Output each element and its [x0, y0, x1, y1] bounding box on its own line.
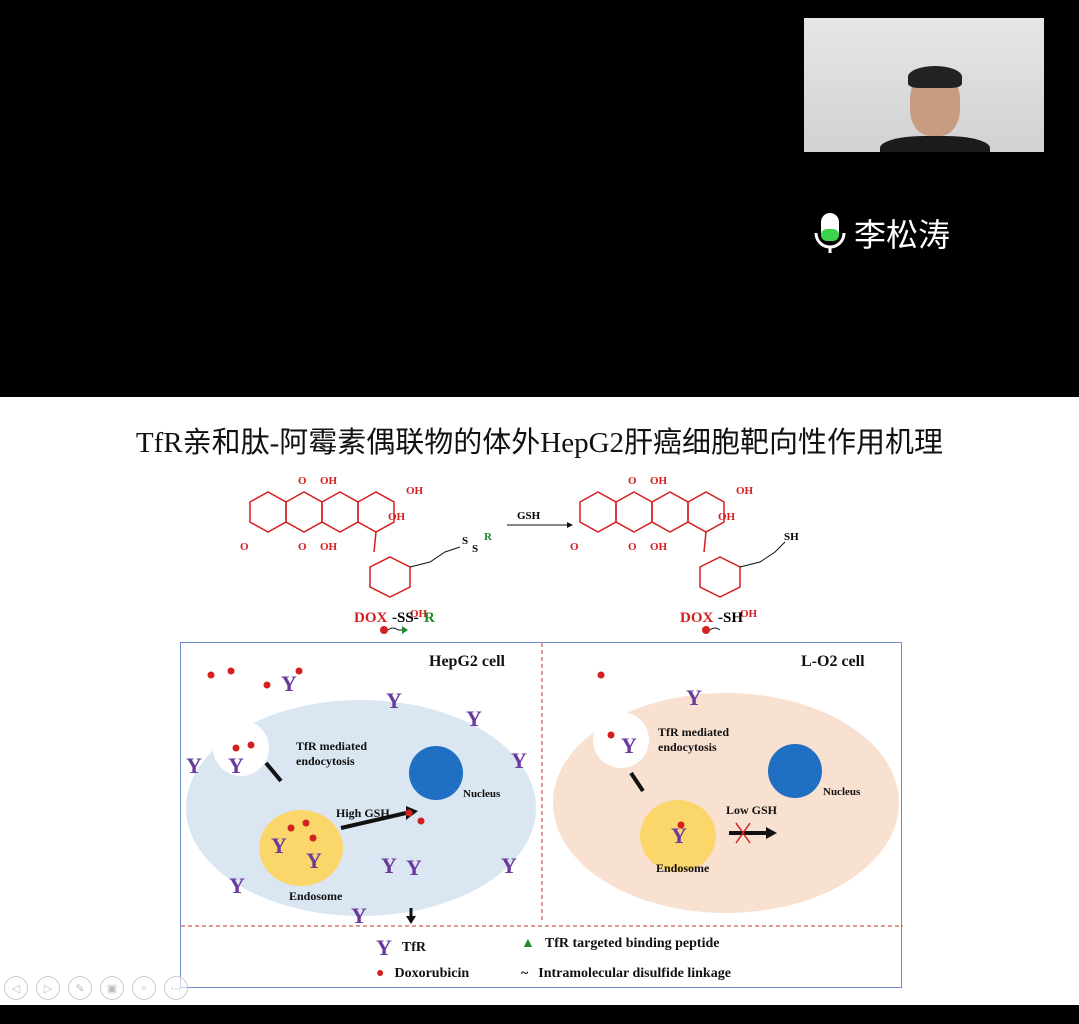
legend-peptide: ▲TfR targeted binding peptide — [521, 936, 720, 951]
speaker-label: 李松涛 — [812, 210, 950, 256]
video-tile[interactable] — [804, 18, 1044, 152]
hepg2-endocytosis-label: TfR mediated endocytosis — [296, 739, 367, 768]
participant-hair — [908, 66, 962, 88]
svg-text:Y: Y — [228, 753, 244, 778]
svg-text:O: O — [628, 475, 637, 487]
chevron-right-icon: ▷ — [43, 982, 53, 995]
svg-text:S: S — [462, 535, 468, 547]
slides-icon: ▣ — [106, 982, 118, 995]
search-icon: ⌕ — [140, 981, 148, 994]
more-button[interactable]: ⋯ — [164, 976, 188, 1000]
nucleus-hepg2 — [409, 746, 463, 800]
svg-text:OH: OH — [650, 475, 668, 487]
speaker-name: 李松涛 — [854, 216, 951, 254]
svg-text:Y: Y — [306, 848, 322, 873]
zoom-button[interactable]: ⌕ — [132, 976, 156, 1000]
svg-text:GSH: GSH — [517, 510, 541, 522]
svg-text:Y: Y — [621, 733, 637, 758]
chevron-left-icon: ◁ — [11, 982, 21, 995]
svg-text:Y: Y — [386, 688, 402, 713]
lo2-endocytosis-label: TfR mediated endocytosis — [658, 725, 729, 754]
ss-label: -SS- — [392, 610, 419, 626]
next-slide-button[interactable]: ▷ — [36, 976, 60, 1000]
svg-text:O: O — [240, 541, 249, 553]
lo2-endosome-label: Endosome — [656, 861, 710, 875]
svg-text:Y: Y — [686, 685, 702, 710]
pen-icon: ✎ — [75, 982, 85, 995]
slide-title: TfR亲和肽-阿霉素偶联物的体外HepG2肝癌细胞靶向性作用机理 — [135, 427, 944, 459]
legend-disulfide: ~Intramolecular disulfide linkage — [521, 966, 731, 981]
hepg2-nucleus-label: Nucleus — [463, 788, 501, 800]
slides-button[interactable]: ▣ — [100, 976, 124, 1000]
endosome-lo2 — [640, 800, 716, 872]
svg-text:Y: Y — [501, 853, 517, 878]
svg-text:OH: OH — [388, 511, 406, 523]
endocytosis-pit — [213, 720, 269, 776]
dox-label: DOX — [354, 610, 388, 626]
sh-label: -SH — [718, 610, 743, 626]
hepg2-endosome-label: Endosome — [289, 889, 343, 903]
svg-text:OH: OH — [320, 475, 338, 487]
nucleus-lo2 — [768, 744, 822, 798]
dox-ss-r-structure: O OH OH OH O OH O OH SS R DOX -SS- R — [240, 475, 493, 634]
svg-text:R: R — [484, 531, 493, 543]
svg-text:OH: OH — [736, 485, 754, 497]
svg-text:Y: Y — [511, 748, 527, 773]
microphone-icon — [814, 213, 846, 253]
pen-button[interactable]: ✎ — [68, 976, 92, 1000]
svg-text:O: O — [298, 541, 307, 553]
legend-doxorubicin: ●Doxorubicin — [376, 966, 470, 981]
hepg2-title: HepG2 cell — [429, 653, 505, 670]
svg-text:OH: OH — [410, 608, 428, 620]
svg-text:OH: OH — [718, 511, 736, 523]
svg-text:Y: Y — [271, 833, 287, 858]
svg-text:Y: Y — [186, 753, 202, 778]
r-label: R — [424, 610, 435, 626]
slide-controls: ◁ ▷ ✎ ▣ ⌕ ⋯ — [4, 976, 188, 1000]
lo2-title: L-O2 cell — [801, 653, 865, 670]
high-gsh-label: High GSH — [336, 806, 390, 820]
low-gsh-label: Low GSH — [726, 803, 778, 817]
svg-text:OH: OH — [406, 485, 424, 497]
svg-text:Y: Y — [229, 873, 245, 898]
svg-text:OH: OH — [740, 608, 758, 620]
svg-text:OH: OH — [320, 541, 338, 553]
previous-slide-button[interactable]: ◁ — [4, 976, 28, 1000]
svg-text:SH: SH — [784, 531, 799, 543]
more-icon: ⋯ — [170, 982, 182, 995]
participant-body — [880, 136, 990, 152]
reaction-arrow: GSH — [507, 510, 573, 528]
dox-label-2: DOX — [680, 610, 714, 626]
endosome-hepg2 — [259, 810, 343, 886]
svg-text:O: O — [570, 541, 579, 553]
lo2-nucleus-label: Nucleus — [823, 786, 861, 798]
svg-text:S: S — [472, 543, 478, 555]
svg-text:O: O — [298, 475, 307, 487]
svg-text:Y: Y — [381, 853, 397, 878]
svg-text:Y: Y — [406, 855, 422, 880]
svg-text:OH: OH — [650, 541, 668, 553]
svg-text:Y: Y — [466, 706, 482, 731]
svg-text:O: O — [628, 541, 637, 553]
svg-text:Y: Y — [351, 903, 367, 928]
svg-text:Y: Y — [671, 823, 687, 848]
svg-text:Y: Y — [281, 671, 297, 696]
dox-sh-structure: O OH OH OH O OH O OH SH DOX -SH — [570, 475, 799, 634]
